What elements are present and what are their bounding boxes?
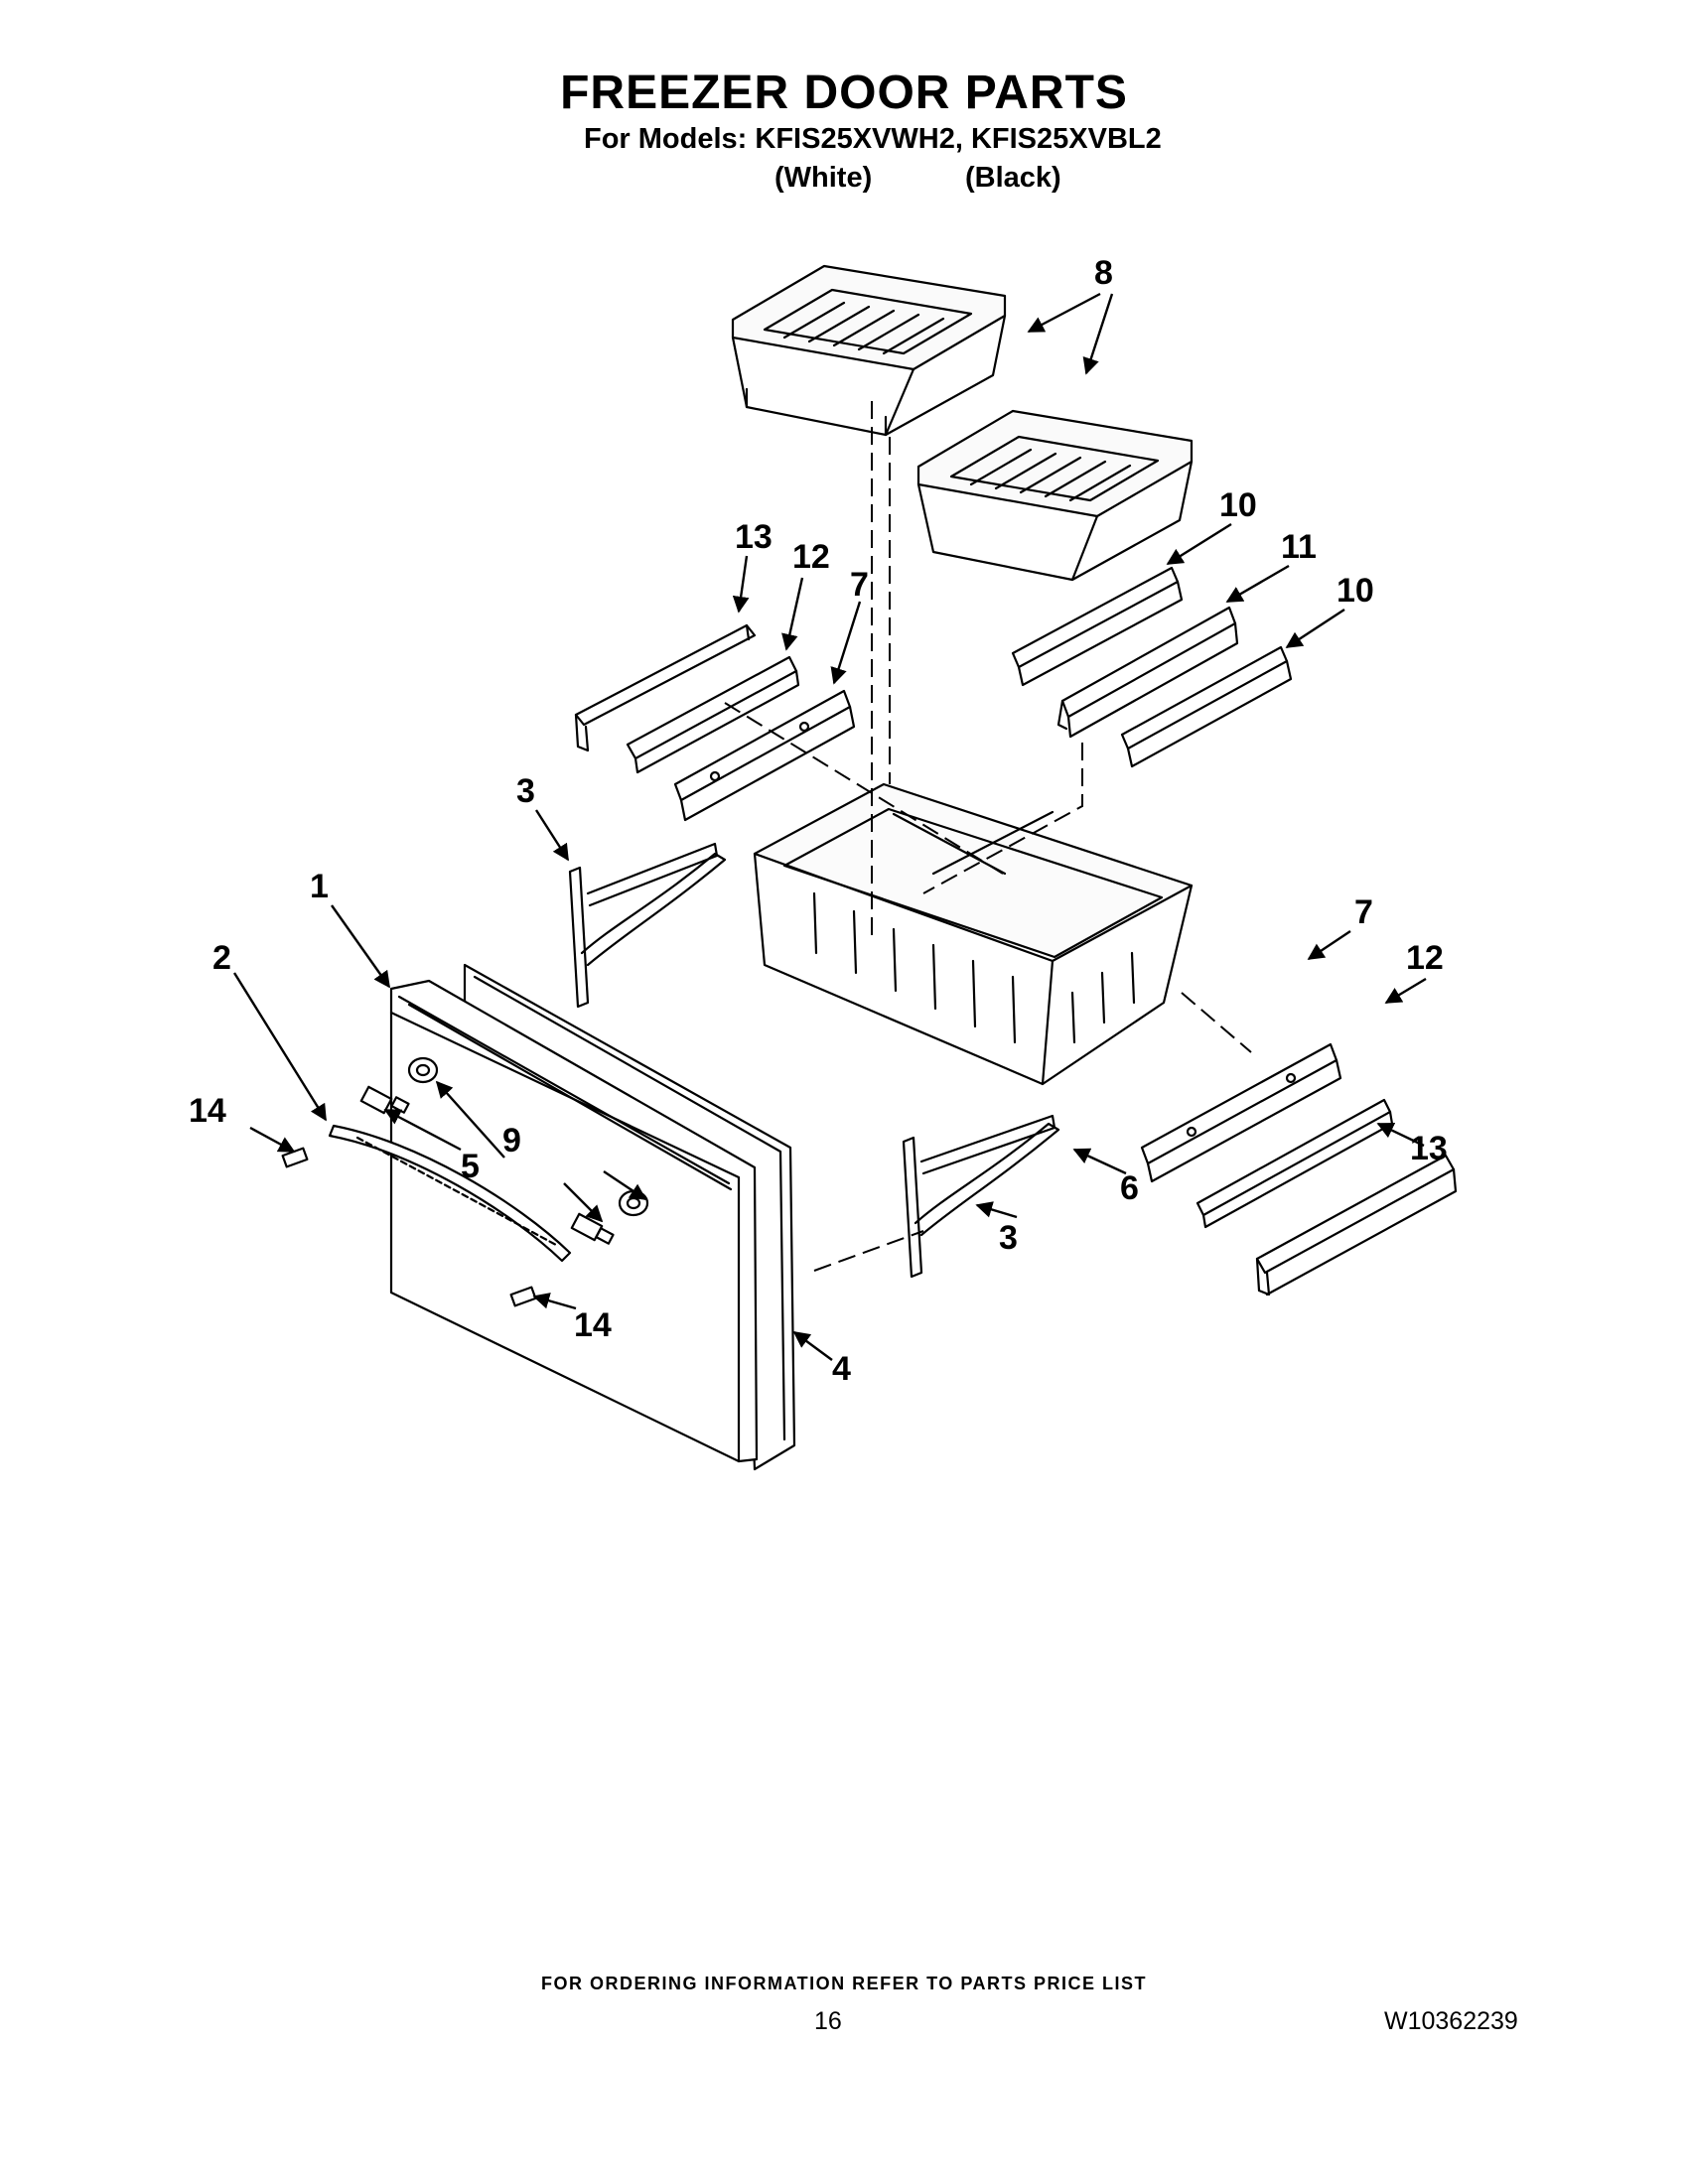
- variant-black: (Black): [965, 162, 1061, 194]
- rail-13-lower: [1255, 1154, 1458, 1297]
- set-screw-upper: [281, 1147, 309, 1168]
- callout-6: 6: [1120, 1169, 1139, 1207]
- rail-11: [1056, 606, 1239, 739]
- page-number: 16: [814, 2007, 842, 2035]
- callout-3-lower: 3: [999, 1219, 1018, 1257]
- handle-stud-lower: [570, 1212, 615, 1245]
- bracket-3-lower: [902, 1114, 1060, 1279]
- callout-13-lower: 13: [1410, 1130, 1448, 1167]
- callout-9: 9: [502, 1122, 521, 1160]
- spacer-lower: [618, 1189, 649, 1217]
- callout-10-upper-a: 10: [1219, 486, 1257, 524]
- door-handle: [328, 1124, 572, 1263]
- bracket-3-upper: [568, 842, 727, 1009]
- callout-14-upper: 14: [189, 1092, 226, 1130]
- rail-13-upper: [574, 623, 757, 752]
- rail-12-lower: [1196, 1098, 1394, 1229]
- model-numbers: For Models: KFIS25XVWH2, KFIS25XVBL2: [584, 123, 1162, 155]
- callout-5: 5: [461, 1148, 480, 1185]
- variant-white: (White): [774, 162, 873, 194]
- callout-11: 11: [1281, 528, 1317, 566]
- rail-7-upper: [673, 689, 856, 822]
- callout-14-lower: 14: [574, 1306, 612, 1344]
- document-number: W10362239: [1384, 2007, 1518, 2035]
- upper-basket-right: [916, 409, 1194, 582]
- callout-12-lower: 12: [1406, 939, 1444, 977]
- freezer-drawer-bin: [753, 782, 1194, 1086]
- spacer-upper: [407, 1056, 439, 1084]
- rail-10-upper-a: [1011, 566, 1184, 687]
- callout-3-upper: 3: [516, 772, 535, 810]
- callout-7-lower: 7: [1354, 893, 1373, 931]
- callout-12-upper: 12: [792, 538, 830, 576]
- rail-10-upper-b: [1120, 645, 1293, 768]
- rail-12-upper: [626, 655, 800, 774]
- callout-2: 2: [212, 939, 231, 977]
- callout-7-upper: 7: [850, 566, 869, 604]
- callout-10-upper-b: 10: [1336, 572, 1374, 610]
- callout-13-upper: 13: [735, 518, 773, 556]
- rail-7-lower: [1140, 1042, 1342, 1183]
- callout-1: 1: [310, 868, 329, 905]
- upper-basket-left: [731, 264, 1007, 437]
- callout-8: 8: [1094, 254, 1113, 292]
- ordering-note: FOR ORDERING INFORMATION REFER TO PARTS …: [540, 1974, 1147, 1993]
- callout-4: 4: [832, 1350, 851, 1388]
- page-title: FREEZER DOOR PARTS: [560, 67, 1128, 119]
